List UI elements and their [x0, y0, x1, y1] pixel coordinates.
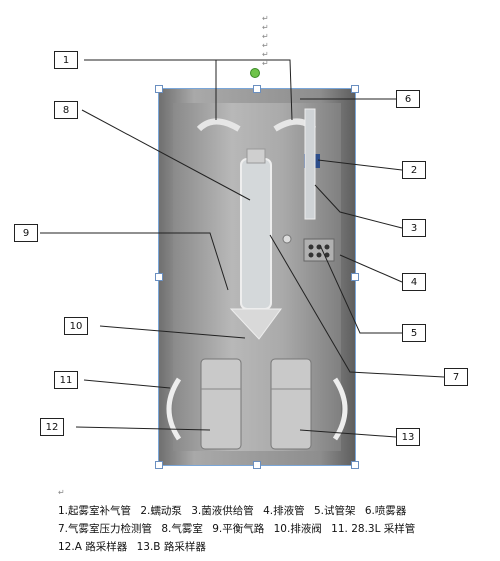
gauge-port	[282, 234, 292, 244]
resize-handle[interactable]	[351, 85, 359, 93]
legend-item: 10.排液阀	[273, 523, 322, 535]
paragraph-marks: ↵↵↵↵↵↵	[262, 14, 269, 68]
legend-row-3: 12.A 路采样器 13.B 路采样器	[58, 539, 498, 555]
callout-9: 9	[14, 224, 38, 242]
resize-handle[interactable]	[351, 273, 359, 281]
callout-11: 11	[54, 371, 78, 389]
callout-3: 3	[402, 219, 426, 237]
callout-7: 7	[444, 368, 468, 386]
legend-item: 1.起雾室补气管	[58, 505, 132, 517]
callout-6: 6	[396, 90, 420, 108]
resize-handle[interactable]	[351, 461, 359, 469]
callout-2: 2	[402, 161, 426, 179]
legend-item: 4.排液管	[263, 505, 305, 517]
callout-4: 4	[402, 273, 426, 291]
legend-item: 7.气雾室压力检测管	[58, 523, 153, 535]
legend-row-2: 7.气雾室压力检测管 8.气雾室 9.平衡气路 10.排液阀 11. 28.3L…	[58, 521, 498, 537]
callout-12: 12	[40, 418, 64, 436]
callout-5: 5	[402, 324, 426, 342]
legend-item: 13.B 路采样器	[136, 541, 206, 553]
callout-10: 10	[64, 317, 88, 335]
legend-item: 12.A 路采样器	[58, 541, 128, 553]
callout-8: 8	[54, 101, 78, 119]
apparatus-photo	[158, 88, 356, 466]
callout-13: 13	[396, 428, 420, 446]
legend-row-1: 1.起雾室补气管 2.蠕动泵 3.菌液供给管 4.排液管 5.试管架 6.喷雾器	[58, 503, 498, 519]
funnel	[229, 308, 282, 340]
nebulizer	[246, 148, 266, 164]
resize-handle[interactable]	[253, 461, 261, 469]
legend-item: 11. 28.3L 采样管	[331, 523, 416, 535]
apparatus-drawing	[166, 108, 348, 450]
resize-handle[interactable]	[253, 85, 261, 93]
resize-handle[interactable]	[155, 273, 163, 281]
paragraph-mark: ↵	[58, 488, 65, 497]
legend-item: 2.蠕动泵	[140, 505, 182, 517]
resize-handle[interactable]	[155, 461, 163, 469]
legend-item: 8.气雾室	[161, 523, 203, 535]
resize-handle[interactable]	[155, 85, 163, 93]
callout-1: 1	[54, 51, 78, 69]
side-tube	[304, 108, 316, 220]
legend-item: 9.平衡气路	[212, 523, 265, 535]
sampler-b	[270, 358, 312, 450]
legend-item: 6.喷雾器	[364, 505, 407, 517]
sampler-a	[200, 358, 242, 450]
legend-item: 3.菌液供给管	[191, 505, 254, 517]
rotate-handle[interactable]	[250, 68, 260, 78]
legend-item: 5.试管架	[314, 505, 356, 517]
